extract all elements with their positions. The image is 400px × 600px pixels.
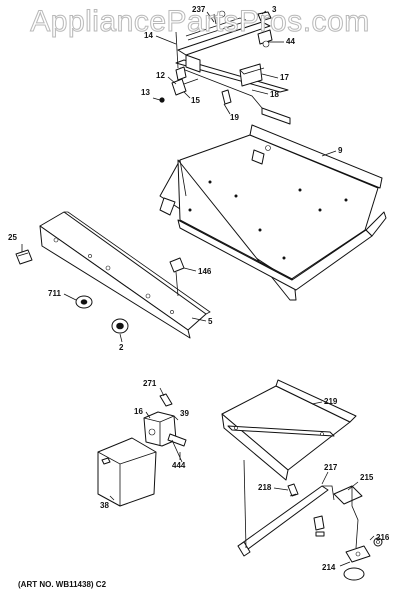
part-711-grommet [75, 295, 93, 309]
callout-14: 14 [144, 31, 153, 40]
callout-15: 15 [191, 96, 200, 105]
manifold-assembly [159, 10, 291, 125]
part-25-clip [15, 249, 33, 265]
callout-16: 16 [134, 407, 143, 416]
callout-labels: 237 3 14 44 17 12 13 15 18 19 9 25 146 7… [8, 5, 390, 572]
callout-25: 25 [8, 233, 17, 242]
watermark: AppliancePartsPros.com [30, 5, 370, 39]
valve-cover [97, 437, 157, 507]
callout-3: 3 [272, 5, 277, 14]
callout-9: 9 [338, 146, 343, 155]
callout-18: 18 [270, 90, 279, 99]
art-number: (ART NO. WB11438) C2 [18, 580, 107, 589]
part-146-screw [169, 257, 185, 297]
callout-219: 219 [324, 397, 338, 406]
callout-271: 271 [143, 379, 157, 388]
callout-146: 146 [198, 267, 212, 276]
callout-38: 38 [100, 501, 109, 510]
burner-box [159, 124, 387, 301]
part-2-nut [111, 318, 129, 334]
callout-2: 2 [119, 343, 124, 352]
callout-218: 218 [258, 483, 272, 492]
callout-5: 5 [208, 317, 213, 326]
callout-19: 19 [230, 113, 239, 122]
callout-44: 44 [286, 37, 295, 46]
callout-215: 215 [360, 473, 374, 482]
callout-13: 13 [141, 88, 150, 97]
callout-39: 39 [180, 409, 189, 418]
callout-214: 214 [322, 563, 336, 572]
front-bracket [39, 211, 211, 339]
heat-shield [221, 379, 357, 481]
leader-lines [21, 10, 375, 567]
callout-711: 711 [48, 289, 61, 298]
orifice-bracket [237, 459, 383, 581]
callout-17: 17 [280, 73, 289, 82]
callout-217: 217 [324, 463, 338, 472]
callout-237: 237 [192, 5, 206, 14]
callout-216: 216 [376, 533, 390, 542]
callout-444: 444 [172, 461, 186, 470]
valve-assembly [143, 393, 187, 463]
callout-12: 12 [156, 71, 165, 80]
